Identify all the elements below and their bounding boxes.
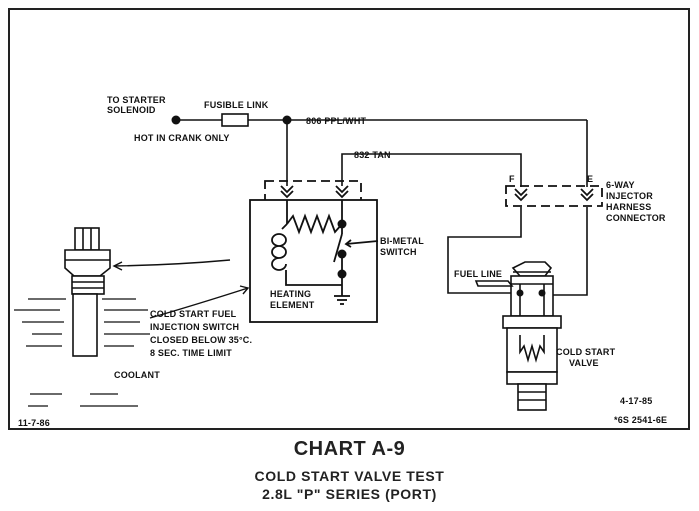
switch-connector [264,180,362,202]
label-to-starter-1: TO STARTER [107,95,166,105]
coolant-temp-switch [64,227,111,357]
wiring-diagram: TO STARTER SOLENOID HOT IN CRANK ONLY FU… [14,95,667,428]
label-date-left: 11-7-86 [18,418,50,428]
wire-e-to-valve [546,207,588,296]
label-pin-f: F [509,174,515,184]
label-heating-1: HEATING [270,289,311,299]
label-coolant: COOLANT [114,370,160,380]
switch-contact-top [337,219,347,229]
label-connector-1: 6-WAY [606,180,635,190]
label-hot-in-crank: HOT IN CRANK ONLY [134,133,230,143]
callout-arrow-box [149,287,249,319]
label-pin-e: E [587,174,593,184]
wire-832 [341,153,522,187]
label-wire-806: 806 PPL/WHT [306,116,367,126]
chart-title: CHART A-9 [293,438,406,460]
wire-f-to-valve [447,207,522,294]
callout-arrow-switch [114,259,231,267]
label-valve-2: VALVE [569,358,599,368]
label-bimetal-1: BI-METAL [380,236,424,246]
valve-terminal-e [538,289,546,297]
injector-harness-connector [505,185,603,207]
diagram-frame [8,8,690,430]
valve-terminal-f [516,289,524,297]
label-wire-832: 832 TAN [354,150,391,160]
splice-dot [282,115,292,125]
label-connector-4: CONNECTOR [606,213,666,223]
label-fuel-line: FUEL LINE [454,269,502,279]
label-switch-2: INJECTION SWITCH [150,322,239,332]
label-ref-code: *6S 2541-6E [614,415,667,425]
switch-contact-mid [337,249,347,259]
label-date-right: 4-17-85 [620,396,652,406]
label-switch-4: 8 SEC. TIME LIMIT [150,348,232,358]
label-heating-2: ELEMENT [270,300,315,310]
label-connector-2: INJECTOR [606,191,653,201]
chart-subtitle-line-2: 2.8L "P" SERIES (PORT) [262,486,437,502]
fusible-link-symbol [221,113,249,127]
label-switch-1: COLD START FUEL [150,309,237,319]
cold-start-valve [474,261,562,411]
label-bimetal-2: SWITCH [380,247,417,257]
starter-terminal [171,115,181,125]
label-to-starter-2: SOLENOID [107,105,156,115]
switch-contact-bottom [337,269,347,279]
label-valve-1: COLD START [556,347,616,357]
chart-subtitle-line-1: COLD START VALVE TEST [254,468,445,484]
coolant-level-lines [14,298,150,407]
label-connector-3: HARNESS [606,202,651,212]
label-switch-3: CLOSED BELOW 35°C. [150,335,252,345]
label-fusible-link: FUSIBLE LINK [204,100,269,110]
